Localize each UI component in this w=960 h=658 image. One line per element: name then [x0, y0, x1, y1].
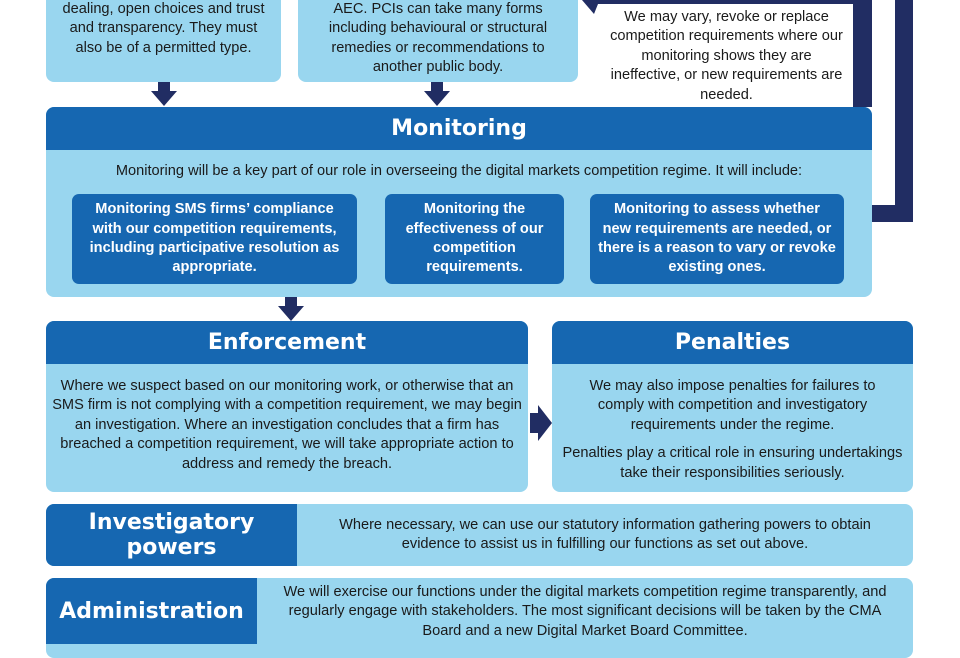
top-box-2-text: AEC. PCIs can take many forms including …	[328, 1, 548, 76]
penalties-text-2: Penalties play a critical role in ensuri…	[562, 445, 903, 481]
top-box-2: AEC. PCIs can take many forms including …	[298, 0, 578, 82]
arrow-down-icon	[424, 82, 450, 106]
monitoring-intro: Monitoring will be a key part of our rol…	[115, 163, 803, 179]
penalties-panel: Penalties We may also impose penalties f…	[552, 321, 913, 492]
penalties-text-1: We may also impose penalties for failure…	[589, 378, 876, 433]
feedback-loop-line	[872, 205, 913, 222]
arrow-left-icon	[582, 0, 598, 14]
enforcement-panel: Enforcement Where we suspect based on ou…	[46, 321, 528, 492]
penalties-title: Penalties	[552, 321, 913, 364]
monitoring-title: Monitoring	[46, 107, 872, 150]
investigatory-text: Where necessary, we can use our statutor…	[339, 516, 871, 552]
enforcement-title: Enforcement	[46, 321, 528, 364]
feedback-note: We may vary, revoke or replace competiti…	[610, 9, 843, 103]
administration-text: We will exercise our functions under the…	[283, 584, 887, 639]
investigatory-panel: Investigatory powers Where necessary, we…	[46, 504, 913, 566]
arrow-down-icon	[151, 82, 177, 106]
feedback-loop-line	[590, 0, 872, 4]
feedback-loop-line	[853, 0, 872, 107]
investigatory-title: Investigatory powers	[46, 504, 297, 566]
monitoring-item-effectiveness: Monitoring the effectiveness of our comp…	[385, 194, 564, 284]
monitoring-item-new-requirements: Monitoring to assess whether new require…	[590, 194, 844, 284]
top-box-1: dealing, open choices and trust and tran…	[46, 0, 281, 82]
arrow-down-icon	[278, 297, 304, 321]
administration-title: Administration	[46, 578, 257, 644]
administration-panel: Administration We will exercise our func…	[46, 578, 913, 658]
arrow-right-icon	[530, 405, 552, 441]
feedback-loop-line	[895, 0, 913, 222]
enforcement-text: Where we suspect based on our monitoring…	[52, 378, 522, 472]
top-box-1-text: dealing, open choices and trust and tran…	[62, 1, 265, 56]
monitoring-item-compliance: Monitoring SMS firms’ compliance with ou…	[72, 194, 357, 284]
